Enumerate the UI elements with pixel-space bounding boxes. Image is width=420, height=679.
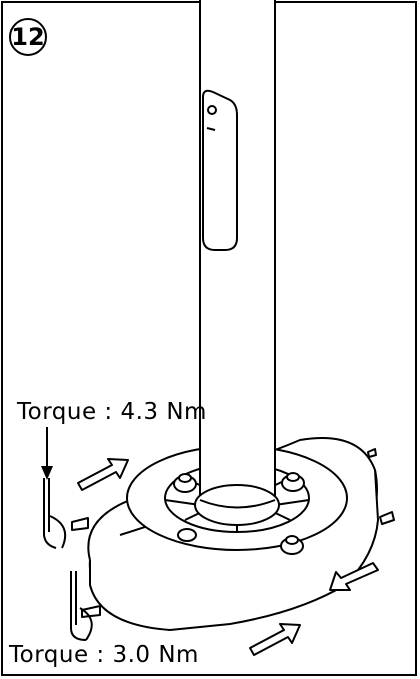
step-number-badge: 12 — [9, 18, 47, 56]
hex-keys — [43, 478, 93, 641]
step-number: 12 — [11, 23, 45, 51]
torque-label-upper: Torque : 4.3 Nm — [17, 399, 207, 425]
pole — [194, 0, 280, 526]
torque-label-lower: Torque : 3.0 Nm — [9, 642, 199, 668]
torque-pointer — [41, 427, 53, 480]
direction-arrows — [77, 458, 379, 656]
bolts — [173, 472, 305, 555]
